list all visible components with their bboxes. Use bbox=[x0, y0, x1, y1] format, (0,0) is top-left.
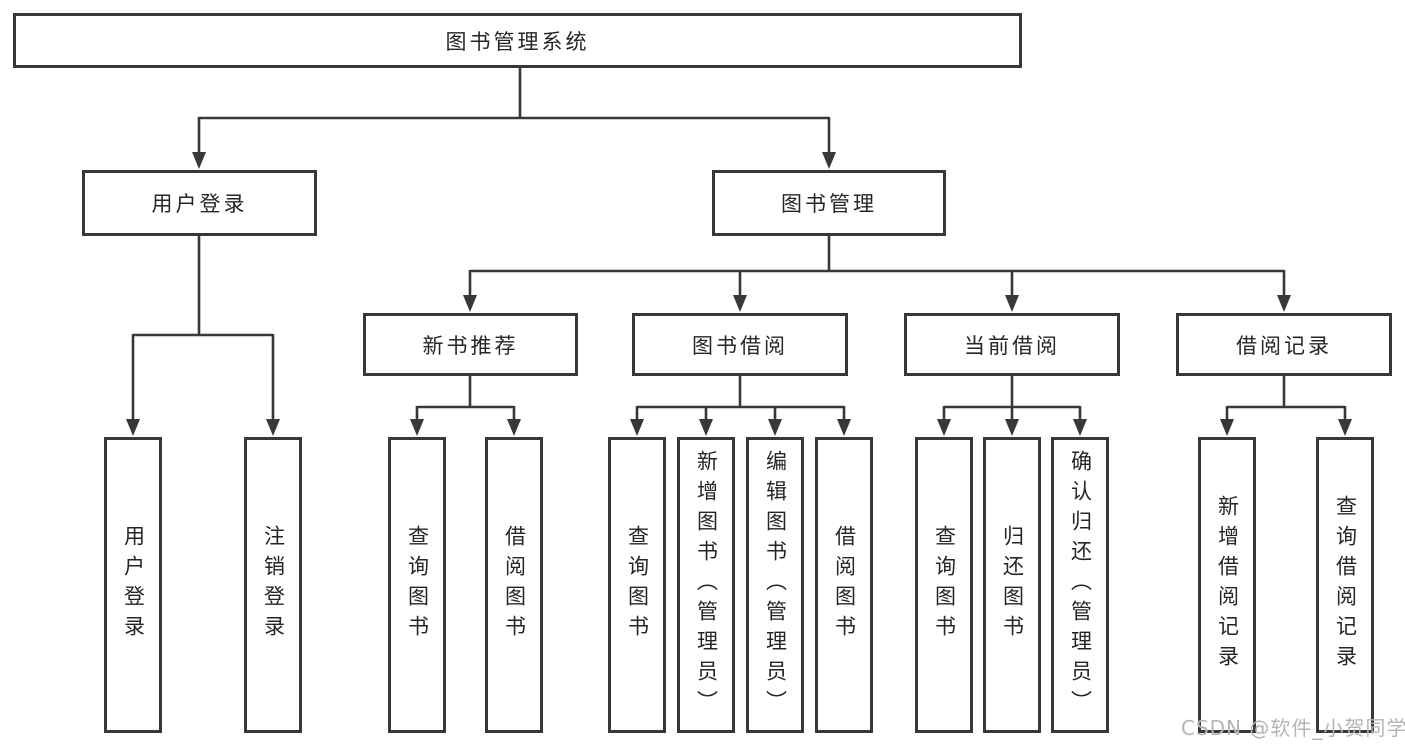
node-user-login: 用户登录 bbox=[82, 170, 317, 236]
connector-borrowing-records-children bbox=[1220, 376, 1352, 436]
node-borrowing-records: 借阅记录 bbox=[1176, 313, 1392, 376]
leaf-confirm-return-admin: 确认归还（管理员） bbox=[1051, 437, 1109, 733]
leaf-query-books-current: 查询图书 bbox=[915, 437, 973, 733]
leaf-edit-books-admin: 编辑图书（管理员） bbox=[746, 437, 804, 733]
leaf-query-books-borrow: 查询图书 bbox=[608, 437, 666, 733]
node-root-system: 图书管理系统 bbox=[13, 13, 1022, 68]
arrowhead-user-login bbox=[192, 152, 206, 169]
leaf-add-books-admin: 新增图书（管理员） bbox=[677, 437, 735, 733]
csdn-watermark: CSDN @软件_小贺同学 bbox=[1181, 716, 1405, 740]
leaf-query-books-recommend: 查询图书 bbox=[388, 437, 446, 733]
node-current-borrowing: 当前借阅 bbox=[904, 313, 1120, 376]
leaf-borrow-books: 借阅图书 bbox=[815, 437, 873, 733]
connector-user-login-children bbox=[126, 236, 280, 436]
leaf-borrow-books-recommend: 借阅图书 bbox=[485, 437, 543, 733]
leaf-user-login: 用户登录 bbox=[104, 437, 162, 733]
leaf-add-borrow-record: 新增借阅记录 bbox=[1198, 437, 1256, 733]
arrowhead-book-management bbox=[822, 152, 836, 169]
leaf-return-books: 归还图书 bbox=[983, 437, 1041, 733]
leaf-logout: 注销登录 bbox=[244, 437, 302, 733]
node-book-management: 图书管理 bbox=[712, 170, 946, 236]
connector-current-borrowing-children bbox=[937, 376, 1087, 436]
node-new-book-recommend: 新书推荐 bbox=[363, 313, 578, 376]
connector-root-to-level2 bbox=[192, 68, 836, 169]
connector-book-borrowing-children bbox=[630, 376, 851, 436]
connector-new-book-children bbox=[410, 376, 521, 436]
node-book-borrowing: 图书借阅 bbox=[632, 313, 848, 376]
leaf-query-borrow-record: 查询借阅记录 bbox=[1316, 437, 1374, 733]
connector-book-management-children bbox=[463, 236, 1291, 312]
